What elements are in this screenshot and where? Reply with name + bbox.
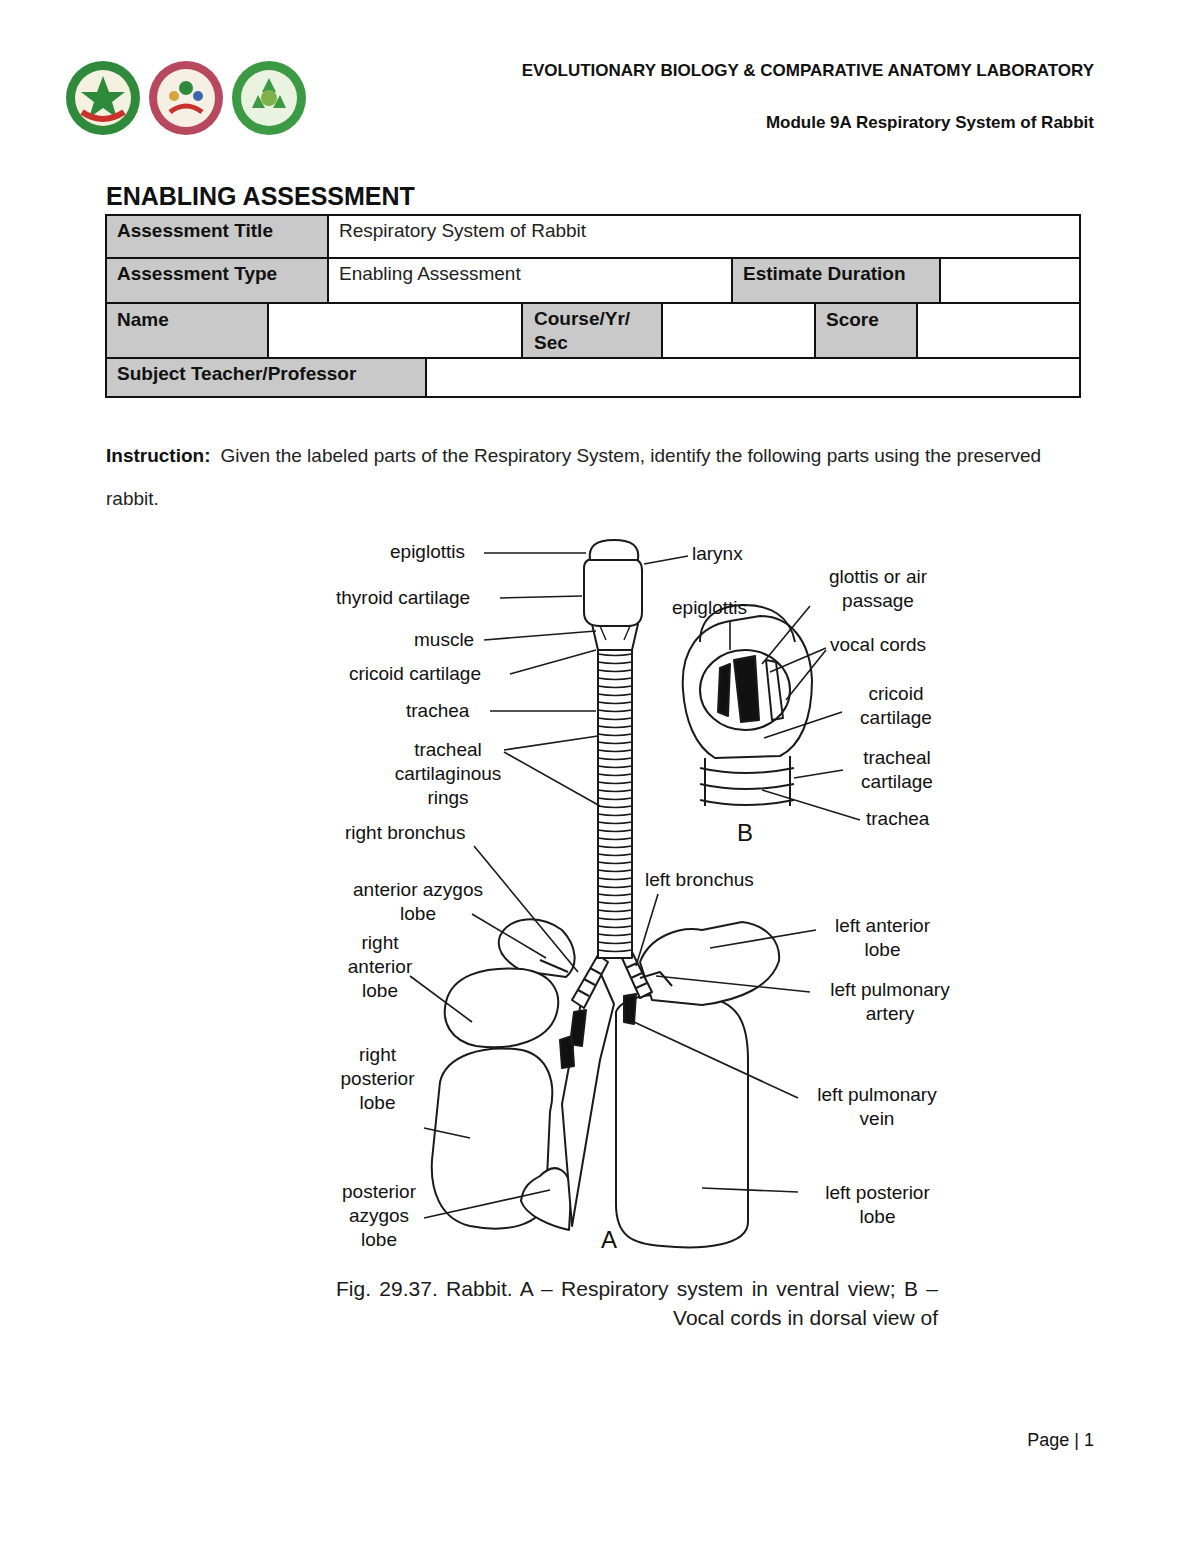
part-label: right anterior lobe bbox=[337, 931, 423, 1003]
part-label: left posterior lobe bbox=[810, 1181, 945, 1229]
pulmonary-vessels bbox=[560, 994, 636, 1068]
table-cell: Score bbox=[826, 308, 879, 332]
part-label: epiglottis bbox=[390, 540, 465, 564]
part-label: left anterior lobe bbox=[820, 914, 945, 962]
module-header: Module 9A Respiratory System of Rabbit bbox=[766, 111, 1094, 135]
table-cell: Course/Yr/ Sec bbox=[534, 307, 656, 355]
right-anterior-lobe bbox=[445, 968, 558, 1047]
figure-letter: A bbox=[601, 1228, 617, 1252]
table-cell: Assessment Type bbox=[117, 262, 277, 286]
part-label: glottis or air passage bbox=[808, 565, 948, 613]
page-header: EVOLUTIONARY BIOLOGY & COMPARATIVE ANATO… bbox=[522, 59, 1094, 83]
table-cell: Subject Teacher/Professor bbox=[117, 362, 356, 386]
instruction-text: Given the labeled parts of the Respirato… bbox=[106, 445, 1041, 509]
instruction-paragraph: Instruction:Given the labeled parts of t… bbox=[106, 434, 1046, 520]
part-label: trachea bbox=[406, 699, 469, 723]
part-label: right bronchus bbox=[345, 821, 465, 845]
part-label: thyroid cartilage bbox=[336, 586, 470, 610]
left-posterior-lobe bbox=[616, 994, 748, 1248]
figure-caption: Fig. 29.37. Rabbit. A – Respiratory syst… bbox=[336, 1274, 938, 1332]
page-number: Page | 1 bbox=[1027, 1428, 1094, 1452]
part-label: tracheal cartilage bbox=[847, 746, 947, 794]
mediastinum bbox=[562, 972, 614, 1226]
cricoid-cartilage bbox=[592, 624, 638, 650]
part-label: left bronchus bbox=[645, 868, 754, 892]
tracheal-rings bbox=[598, 654, 632, 952]
part-label: trachea bbox=[866, 807, 929, 831]
table-cell: Assessment Title bbox=[117, 219, 273, 243]
left-anterior-lobe bbox=[640, 922, 779, 1005]
school-logos bbox=[66, 61, 306, 135]
info-table bbox=[106, 215, 1080, 397]
right-bronchus bbox=[572, 955, 608, 1008]
part-label: vocal cords bbox=[830, 633, 926, 657]
part-label: left pulmonary artery bbox=[815, 978, 965, 1026]
part-label: larynx bbox=[692, 542, 743, 566]
part-label: cricoid cartilage bbox=[349, 662, 481, 686]
part-label: anterior azygos lobe bbox=[338, 878, 498, 926]
part-label: muscle bbox=[414, 628, 474, 652]
figure-letter: B bbox=[737, 821, 753, 845]
worksheet-heading: ENABLING ASSESSMENT bbox=[106, 181, 415, 211]
instruction-label: Instruction: bbox=[106, 445, 211, 466]
table-cell: Enabling Assessment bbox=[339, 262, 521, 286]
part-label: left pulmonary vein bbox=[802, 1083, 952, 1131]
vocal-cords-figure-b bbox=[683, 605, 812, 806]
part-label: cricoid cartilage bbox=[846, 682, 946, 730]
trachea-tube bbox=[598, 648, 632, 958]
part-label: tracheal cartilaginous rings bbox=[383, 738, 513, 810]
part-label: posterior azygos lobe bbox=[329, 1180, 429, 1252]
posterior-azygos-lobe bbox=[521, 1168, 571, 1230]
table-cell: Name bbox=[117, 308, 169, 332]
epiglottis-a bbox=[590, 540, 639, 560]
table-cell: Estimate Duration bbox=[743, 262, 906, 286]
part-label: right posterior lobe bbox=[330, 1043, 425, 1115]
table-cell: Respiratory System of Rabbit bbox=[339, 219, 586, 243]
thyroid-cartilage bbox=[584, 558, 642, 626]
part-label: epiglottis bbox=[672, 596, 747, 620]
